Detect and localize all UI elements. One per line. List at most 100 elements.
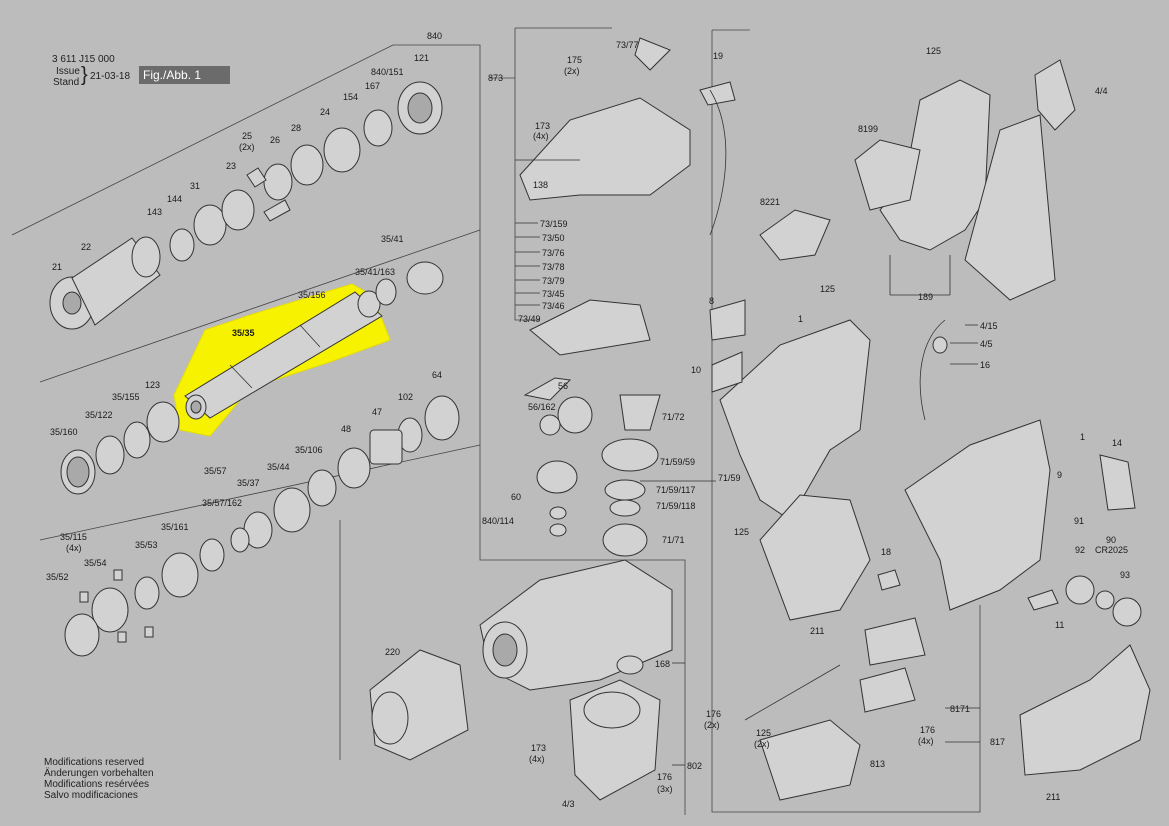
label-813: 813 [870, 759, 885, 769]
footer-line: Salvo modificaciones [44, 790, 138, 801]
label-14: 14 [1112, 438, 1122, 448]
part-35-35-spindle[interactable] [184, 290, 383, 420]
label-23: 23 [226, 161, 236, 171]
label-802: 802 [687, 761, 702, 771]
motor-housing-right[interactable] [709, 59, 1151, 801]
label-10: 10 [691, 365, 701, 375]
label-125-lower: 125 [734, 527, 749, 537]
label-93: 93 [1120, 570, 1130, 580]
label-73-45: 73/45 [542, 289, 565, 299]
label-71-59-117: 71/59/117 [656, 485, 695, 495]
label-173-top: 173 [535, 121, 550, 131]
label-91: 91 [1074, 516, 1084, 526]
label-35-160: 35/160 [50, 427, 78, 437]
label-189: 189 [918, 292, 933, 302]
label-138: 138 [533, 180, 548, 190]
label-73-77: 73/77 [616, 40, 639, 50]
label-71-59-59: 71/59/59 [660, 457, 695, 467]
stand-label: Stand [53, 77, 80, 88]
label-22: 22 [81, 242, 91, 252]
footer-line: Modifications resérvées [44, 779, 150, 790]
issue-date: 21-03-18 [90, 71, 131, 82]
label-71-59-118: 71/59/118 [656, 501, 695, 511]
label-28: 28 [291, 123, 301, 133]
label-35-155: 35/155 [112, 392, 140, 402]
label-35-161: 35/161 [161, 522, 189, 532]
label-35-57: 35/57 [204, 466, 227, 476]
label-168: 168 [655, 659, 670, 669]
label-121: 121 [414, 53, 429, 63]
label-73-49: 73/49 [518, 314, 541, 324]
label-35-52: 35/52 [46, 572, 69, 582]
part-labels: 840 873 175 (2x) 73/77 19 173 (4x) 138 7… [46, 31, 1130, 809]
label-8171: 8171 [950, 704, 970, 714]
gear-ring-parts[interactable] [60, 395, 460, 657]
label-35-37: 35/37 [237, 478, 260, 488]
label-92: 92 [1075, 545, 1085, 555]
label-18: 18 [881, 547, 891, 557]
label-35-115: 35/115 [60, 532, 87, 542]
label-840-151: 840/151 [371, 67, 404, 77]
label-1-housing: 1 [798, 314, 803, 324]
gear-housing[interactable] [369, 37, 736, 801]
label-73-159: 73/159 [540, 219, 568, 229]
label-173-top-qty: (4x) [533, 131, 549, 141]
label-35-35: 35/35 [232, 328, 255, 338]
footer-line: Modifications reserved [44, 757, 145, 768]
label-4-5: 4/5 [980, 339, 993, 349]
label-1-shell: 1 [1080, 432, 1085, 442]
leader-lines [515, 159, 980, 766]
label-35-57-162: 35/57/162 [202, 498, 242, 508]
label-35-53: 35/53 [135, 540, 158, 550]
label-90: 90 [1106, 535, 1116, 545]
label-154: 154 [343, 92, 358, 102]
label-60: 60 [511, 492, 521, 502]
label-4-15: 4/15 [980, 321, 998, 331]
label-125-bottom-qty: (2x) [754, 739, 770, 749]
label-35-122: 35/122 [85, 410, 113, 420]
label-73-76: 73/76 [542, 248, 565, 258]
label-176-left-qty: (2x) [704, 720, 720, 730]
label-48: 48 [341, 424, 351, 434]
label-35-41: 35/41 [381, 234, 404, 244]
label-873: 873 [488, 73, 503, 83]
label-167: 167 [365, 81, 380, 91]
label-24: 24 [320, 107, 330, 117]
label-16: 16 [980, 360, 990, 370]
label-840: 840 [427, 31, 442, 41]
label-4-4: 4/4 [1095, 86, 1108, 96]
label-211-bottom: 211 [1046, 792, 1060, 802]
label-71-59: 71/59 [718, 473, 741, 483]
label-35-44: 35/44 [267, 462, 290, 472]
label-176-bottom: 176 [657, 772, 672, 782]
label-35-156: 35/156 [298, 290, 326, 300]
label-173-bottom-qty: (4x) [529, 754, 545, 764]
chuck-assembly[interactable] [49, 81, 444, 330]
label-8221: 8221 [760, 197, 780, 207]
label-25: 25 [242, 131, 252, 141]
label-71-71: 71/71 [662, 535, 685, 545]
label-64: 64 [432, 370, 442, 380]
label-35-115-qty: (4x) [66, 543, 82, 553]
label-73-79: 73/79 [542, 276, 565, 286]
label-176-left: 176 [706, 709, 721, 719]
footer-notes: Modifications reserved Änderungen vorbeh… [44, 757, 154, 801]
label-8: 8 [709, 296, 714, 306]
label-26: 26 [270, 135, 280, 145]
label-19: 19 [713, 51, 723, 61]
group-frames [11, 27, 981, 815]
issue-label: Issue [56, 66, 80, 77]
label-220: 220 [385, 647, 400, 657]
label-143: 143 [147, 207, 162, 217]
label-211-center: 211 [810, 626, 824, 636]
label-31: 31 [190, 181, 200, 191]
label-35-54: 35/54 [84, 558, 107, 568]
label-817: 817 [990, 737, 1005, 747]
label-125-top: 125 [926, 46, 941, 56]
label-102: 102 [398, 392, 413, 402]
label-144: 144 [167, 194, 182, 204]
label-56-162: 56/162 [528, 402, 556, 412]
label-73-46: 73/46 [542, 301, 565, 311]
label-47: 47 [372, 407, 382, 417]
label-173-bottom: 173 [531, 743, 546, 753]
